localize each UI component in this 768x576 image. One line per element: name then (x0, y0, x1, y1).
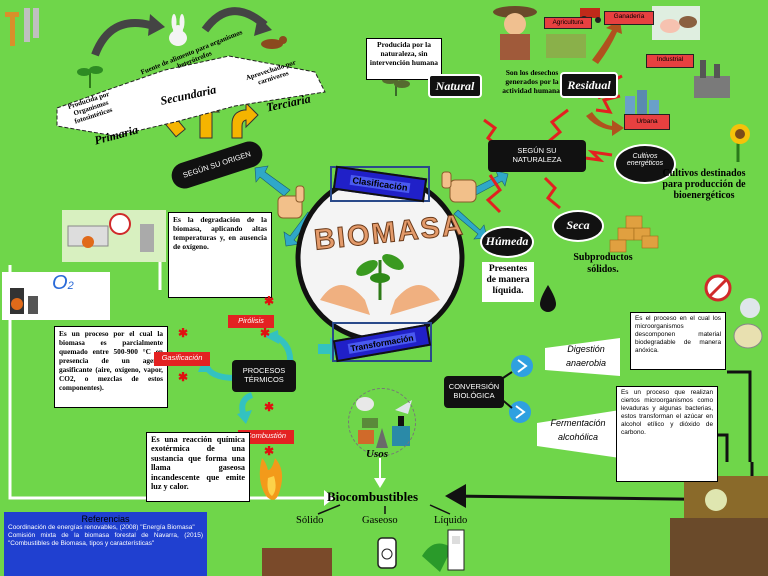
factory-icon (694, 60, 730, 98)
humeda-node: Húmeda (480, 226, 534, 258)
natural-label: Natural (428, 74, 482, 98)
nature-label: SEGÚN SU NATURALEZA (488, 140, 586, 172)
white-arrow-to-biocombustibles (324, 490, 334, 506)
thermal-label: PROCESOS TÉRMICOS (232, 360, 296, 392)
spark-decoration: ✱ (264, 400, 275, 414)
bio-pill-shapes (537, 338, 620, 458)
origin-chain-box (55, 52, 330, 142)
arrow-to-biocombustibles (445, 484, 466, 508)
fermentacion-desc: Es un proceso que realizan ciertos micro… (616, 386, 718, 482)
logo-icon (5, 8, 39, 46)
industrial-tag: Industrial (646, 54, 694, 68)
o2-label: O2 (52, 272, 74, 294)
residual-label: Residual (560, 72, 618, 98)
agricultura-tag: Agricultura (544, 17, 592, 29)
gasificacion-desc: Es un proceso por el cual la biomasa es … (54, 326, 168, 408)
pirolisis-label: Pirólisis (228, 315, 274, 328)
digestion-label: Digestión anaerobia (565, 344, 607, 368)
spark-decoration: ✱ (264, 444, 275, 458)
urbana-tag: Urbana (624, 114, 670, 130)
gas-tank-icon (377, 537, 397, 569)
reference-2: Comisión mixta de la biomasa forestal de… (8, 532, 203, 547)
crops-icon (546, 34, 586, 58)
arrow-head (148, 14, 165, 36)
ganaderia-tag: Ganadería (604, 11, 654, 25)
microbe-icon (740, 298, 760, 318)
classification-text: Clasificación (349, 174, 411, 194)
cultivos-desc: Cultivos destinados para producción de b… (662, 168, 746, 201)
farmer-icon (493, 6, 537, 60)
hands-plant-icon (320, 254, 440, 315)
solido-label: Sólido (296, 515, 324, 526)
cultivos-label: Cultivos energéticos (626, 153, 664, 167)
gaseoso-label: Gaseoso (362, 515, 398, 526)
seca-label: Seca (566, 218, 590, 232)
fire-icon (259, 458, 283, 500)
sunflower-icon (730, 124, 750, 162)
arrow-head (254, 16, 272, 36)
gasificacion-label: Gasificación (154, 352, 210, 366)
pyrolysis-plant-icon (62, 210, 166, 262)
gasification-plant-icon (2, 272, 110, 320)
wood-logs-icon (262, 548, 332, 576)
references-title: Referencias (81, 514, 130, 524)
reference-1: Coordinación de energías renovables, (20… (8, 524, 195, 531)
fox-icon (261, 36, 287, 49)
cultivos-node: Cultivos energéticos (614, 144, 676, 184)
humeda-desc: Presentes de manera líquida. (482, 262, 534, 302)
bio-label: CONVERSIÓN BIOLÓGICA (444, 376, 504, 408)
humeda-label: Húmeda (485, 234, 529, 248)
rabbit-icon (169, 14, 187, 46)
uses-label: Usos (366, 448, 389, 460)
spark-decoration: ✱ (260, 326, 271, 340)
petri-dish-icon (733, 323, 763, 349)
references-box: Referencias Coordinación de energías ren… (4, 512, 207, 576)
fermentacion-label: Fermentación alcohólica (550, 418, 606, 442)
oil-drop-icon (540, 285, 556, 312)
hay-bales-icon (609, 215, 659, 253)
uses-frame (348, 388, 416, 456)
no-bacteria-icon (704, 274, 732, 302)
city-icon (625, 90, 659, 124)
natural-desc: Producida por la naturaleza, sin interve… (366, 38, 442, 80)
spark-decoration: ✱ (264, 294, 275, 308)
cracked-ground-icon (670, 518, 768, 576)
hand-right-icon (441, 171, 477, 203)
spark-decoration: ✱ (178, 326, 189, 340)
combustion-label: Combustión (238, 430, 294, 444)
combustion-desc: Es una reacción química exotérmica de un… (146, 432, 250, 502)
fuel-pump-icon (422, 529, 465, 572)
bio-arrow-1 (511, 355, 533, 377)
livestock-icon (652, 6, 700, 40)
liquido-label: Líquido (434, 515, 468, 526)
spark-decoration: ✱ (178, 370, 189, 384)
biocombustibles-label: Biocombustibles (327, 489, 419, 504)
bio-arrow-2 (509, 401, 531, 423)
residual-desc: Son los desechos generados por la activi… (502, 68, 562, 95)
seca-node: Seca (552, 210, 604, 242)
residual-arrows (586, 20, 624, 136)
classification-frame (330, 166, 430, 202)
biofuels-branch-lines (317, 504, 451, 515)
sprout-icon (77, 66, 103, 88)
seca-desc: Subproductos sólidos. (573, 252, 633, 275)
pirolisis-desc: Es la degradación de la biomasa, aplican… (168, 212, 272, 298)
hand-left-icon (277, 185, 305, 219)
digestion-desc: Es el proceso en el cual los microorgani… (630, 312, 726, 370)
